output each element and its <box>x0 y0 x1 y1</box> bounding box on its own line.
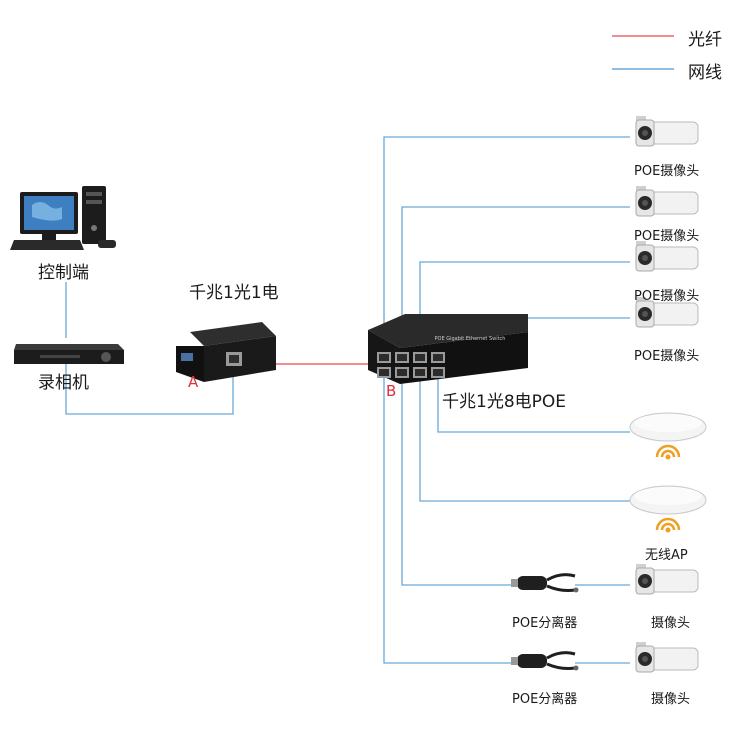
wifi-signal-icon <box>655 517 681 533</box>
switch-rj45-port <box>431 352 445 363</box>
wireless-ap-icon <box>629 485 707 533</box>
bullet-camera-icon <box>635 297 699 328</box>
switch-rj45-port <box>413 352 427 363</box>
media-converter-icon <box>176 322 276 382</box>
pc-label: 控制端 <box>38 263 89 283</box>
wifi-signal-icon <box>655 444 681 460</box>
switch-front-text: POE Gigabit Ethernet Switch <box>435 336 506 342</box>
wire-switch-ap1 <box>437 375 630 433</box>
pc-computer-icon <box>10 186 116 250</box>
bullet-camera-icon <box>635 116 699 147</box>
switch-rj45-port <box>395 367 409 378</box>
switch-rj45-port <box>413 367 427 378</box>
poe-splitter-icon <box>511 573 579 593</box>
legend-network-label: 网线 <box>688 63 722 83</box>
bullet-camera-icon <box>635 642 699 673</box>
camera-label: POE摄像头 <box>634 164 700 179</box>
switch-port-label: B <box>386 382 397 400</box>
converter-port-label: A <box>188 373 199 391</box>
bullet-camera-icon <box>635 241 699 272</box>
camera-label: POE摄像头 <box>634 229 700 244</box>
switch-rj45-port <box>431 367 445 378</box>
nvr-label: 录相机 <box>38 373 89 393</box>
bullet-camera-icon <box>635 564 699 595</box>
wire-switch-splitter2 <box>383 375 516 664</box>
splitter-label: POE分离器 <box>512 692 578 707</box>
poe-splitter-icon <box>511 651 579 671</box>
camera-label: POE摄像头 <box>634 349 700 364</box>
switch-rj45-port <box>377 352 391 363</box>
switch-label: 千兆1光8电POE <box>442 392 567 412</box>
wire-switch-cam2 <box>401 206 630 348</box>
wireless-ap-icon <box>629 412 707 460</box>
ap-label: 无线AP <box>645 548 688 563</box>
nvr-recorder-icon <box>14 344 124 364</box>
bullet-camera-icon <box>635 186 699 217</box>
splitter-camera-label: 摄像头 <box>651 692 691 707</box>
wire-switch-cam1 <box>383 136 630 348</box>
wire-switch-splitter1 <box>401 375 516 586</box>
poe-switch-icon: POE Gigabit Ethernet Switch <box>368 314 528 384</box>
splitter-camera-label: 摄像头 <box>651 616 691 631</box>
legend-fiber-label: 光纤 <box>688 30 722 50</box>
splitter-label: POE分离器 <box>512 616 578 631</box>
switch-rj45-port <box>377 367 391 378</box>
camera-label: POE摄像头 <box>634 289 700 304</box>
wire-switch-ap2 <box>419 375 630 502</box>
wire-nvr-converter <box>65 364 234 415</box>
converter-label: 千兆1光1电 <box>189 283 279 303</box>
switch-rj45-port <box>395 352 409 363</box>
